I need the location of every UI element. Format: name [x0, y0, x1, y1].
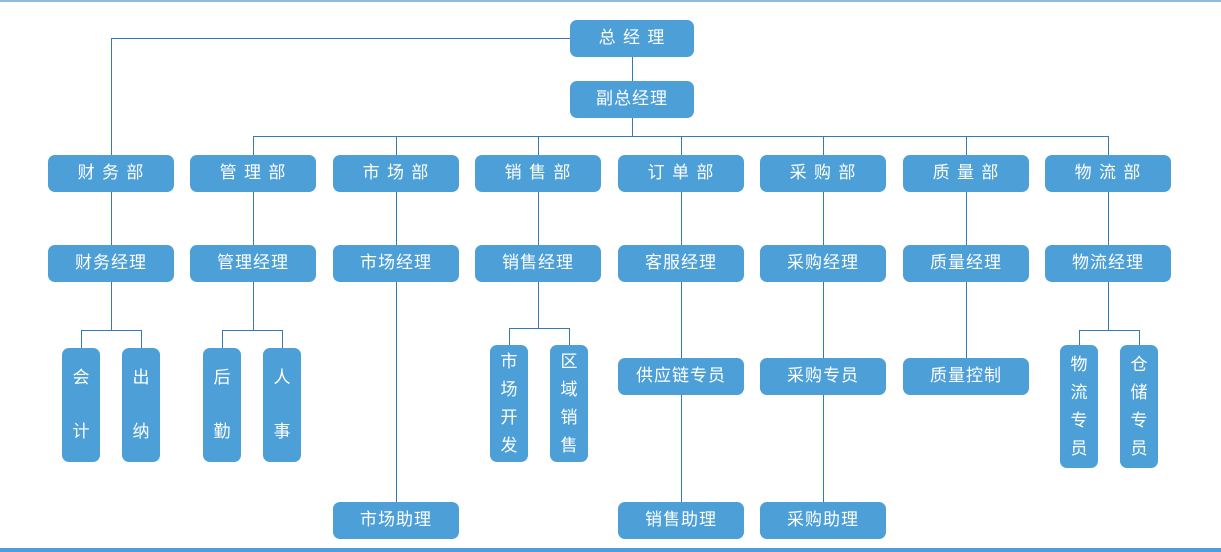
- node-procurement-dept: 采 购 部: [760, 155, 886, 192]
- node-cashier: 出纳: [122, 348, 160, 462]
- connector-line: [111, 282, 112, 330]
- connector-line: [1079, 330, 1139, 331]
- connector-line: [538, 192, 539, 245]
- node-procurement-manager: 采购经理: [760, 245, 886, 282]
- connector-line: [681, 395, 682, 502]
- node-procurement-assistant: 采购助理: [760, 502, 886, 539]
- connector-line: [396, 136, 397, 155]
- node-sales-manager: 销售经理: [475, 245, 601, 282]
- node-market-manager: 市场经理: [333, 245, 459, 282]
- connector-line: [538, 282, 539, 328]
- node-hr: 人事: [263, 348, 301, 462]
- connector-line: [966, 192, 967, 245]
- connector-line: [823, 282, 824, 358]
- connector-line: [632, 57, 633, 81]
- connector-line: [569, 328, 570, 345]
- connector-line: [396, 192, 397, 245]
- connector-line: [509, 328, 569, 329]
- node-finance-dept: 财 务 部: [48, 155, 174, 192]
- connector-line: [222, 330, 223, 348]
- node-market-development: 市场开发: [490, 345, 528, 462]
- connector-line: [681, 192, 682, 245]
- connector-line: [1108, 192, 1109, 245]
- connector-line: [222, 330, 282, 331]
- connector-line: [396, 282, 397, 502]
- connector-line: [823, 136, 824, 155]
- page-top-border: [0, 0, 1221, 2]
- connector-line: [509, 328, 510, 345]
- node-order-dept: 订 单 部: [618, 155, 744, 192]
- connector-line: [141, 330, 142, 348]
- node-back-office: 后勤: [203, 348, 241, 462]
- connector-line: [1139, 330, 1140, 345]
- connector-line: [681, 282, 682, 358]
- connector-line: [111, 38, 570, 39]
- node-market-dept: 市 场 部: [333, 155, 459, 192]
- connector-line: [111, 38, 112, 155]
- connector-line: [966, 282, 967, 358]
- node-warehouse-specialist: 仓储专员: [1120, 345, 1158, 468]
- node-accountant: 会计: [62, 348, 100, 462]
- connector-line: [538, 136, 539, 155]
- node-general-manager: 总 经 理: [570, 20, 694, 57]
- node-quality-dept: 质 量 部: [903, 155, 1029, 192]
- connector-line: [81, 330, 82, 348]
- connector-line: [966, 136, 967, 155]
- connector-line: [282, 330, 283, 348]
- node-management-dept: 管 理 部: [190, 155, 316, 192]
- node-quality-control: 质量控制: [903, 358, 1029, 395]
- connector-line: [823, 192, 824, 245]
- node-sales-assistant: 销售助理: [618, 502, 744, 539]
- connector-line: [111, 192, 112, 245]
- node-regional-sales: 区域销售: [550, 345, 588, 462]
- connector-line: [1108, 282, 1109, 330]
- node-deputy-general-manager: 副总经理: [570, 81, 694, 118]
- connector-line: [681, 136, 682, 155]
- connector-line: [253, 192, 254, 245]
- node-market-assistant: 市场助理: [333, 502, 459, 539]
- connector-line: [1079, 330, 1080, 345]
- node-logistics-dept: 物 流 部: [1045, 155, 1171, 192]
- node-logistics-manager: 物流经理: [1045, 245, 1171, 282]
- node-supply-chain-specialist: 供应链专员: [618, 358, 744, 395]
- node-finance-manager: 财务经理: [48, 245, 174, 282]
- connector-line: [81, 330, 141, 331]
- node-management-manager: 管理经理: [190, 245, 316, 282]
- page-bottom-border: [0, 548, 1221, 552]
- node-customer-service-manager: 客服经理: [618, 245, 744, 282]
- connector-line: [823, 395, 824, 502]
- node-sales-dept: 销 售 部: [475, 155, 601, 192]
- node-procurement-specialist: 采购专员: [760, 358, 886, 395]
- node-quality-manager: 质量经理: [903, 245, 1029, 282]
- connector-line: [632, 118, 633, 137]
- connector-line: [1108, 136, 1109, 155]
- node-logistics-specialist: 物流专员: [1060, 345, 1098, 468]
- connector-line: [253, 136, 254, 155]
- connector-line: [253, 282, 254, 330]
- connector-line: [253, 136, 1108, 137]
